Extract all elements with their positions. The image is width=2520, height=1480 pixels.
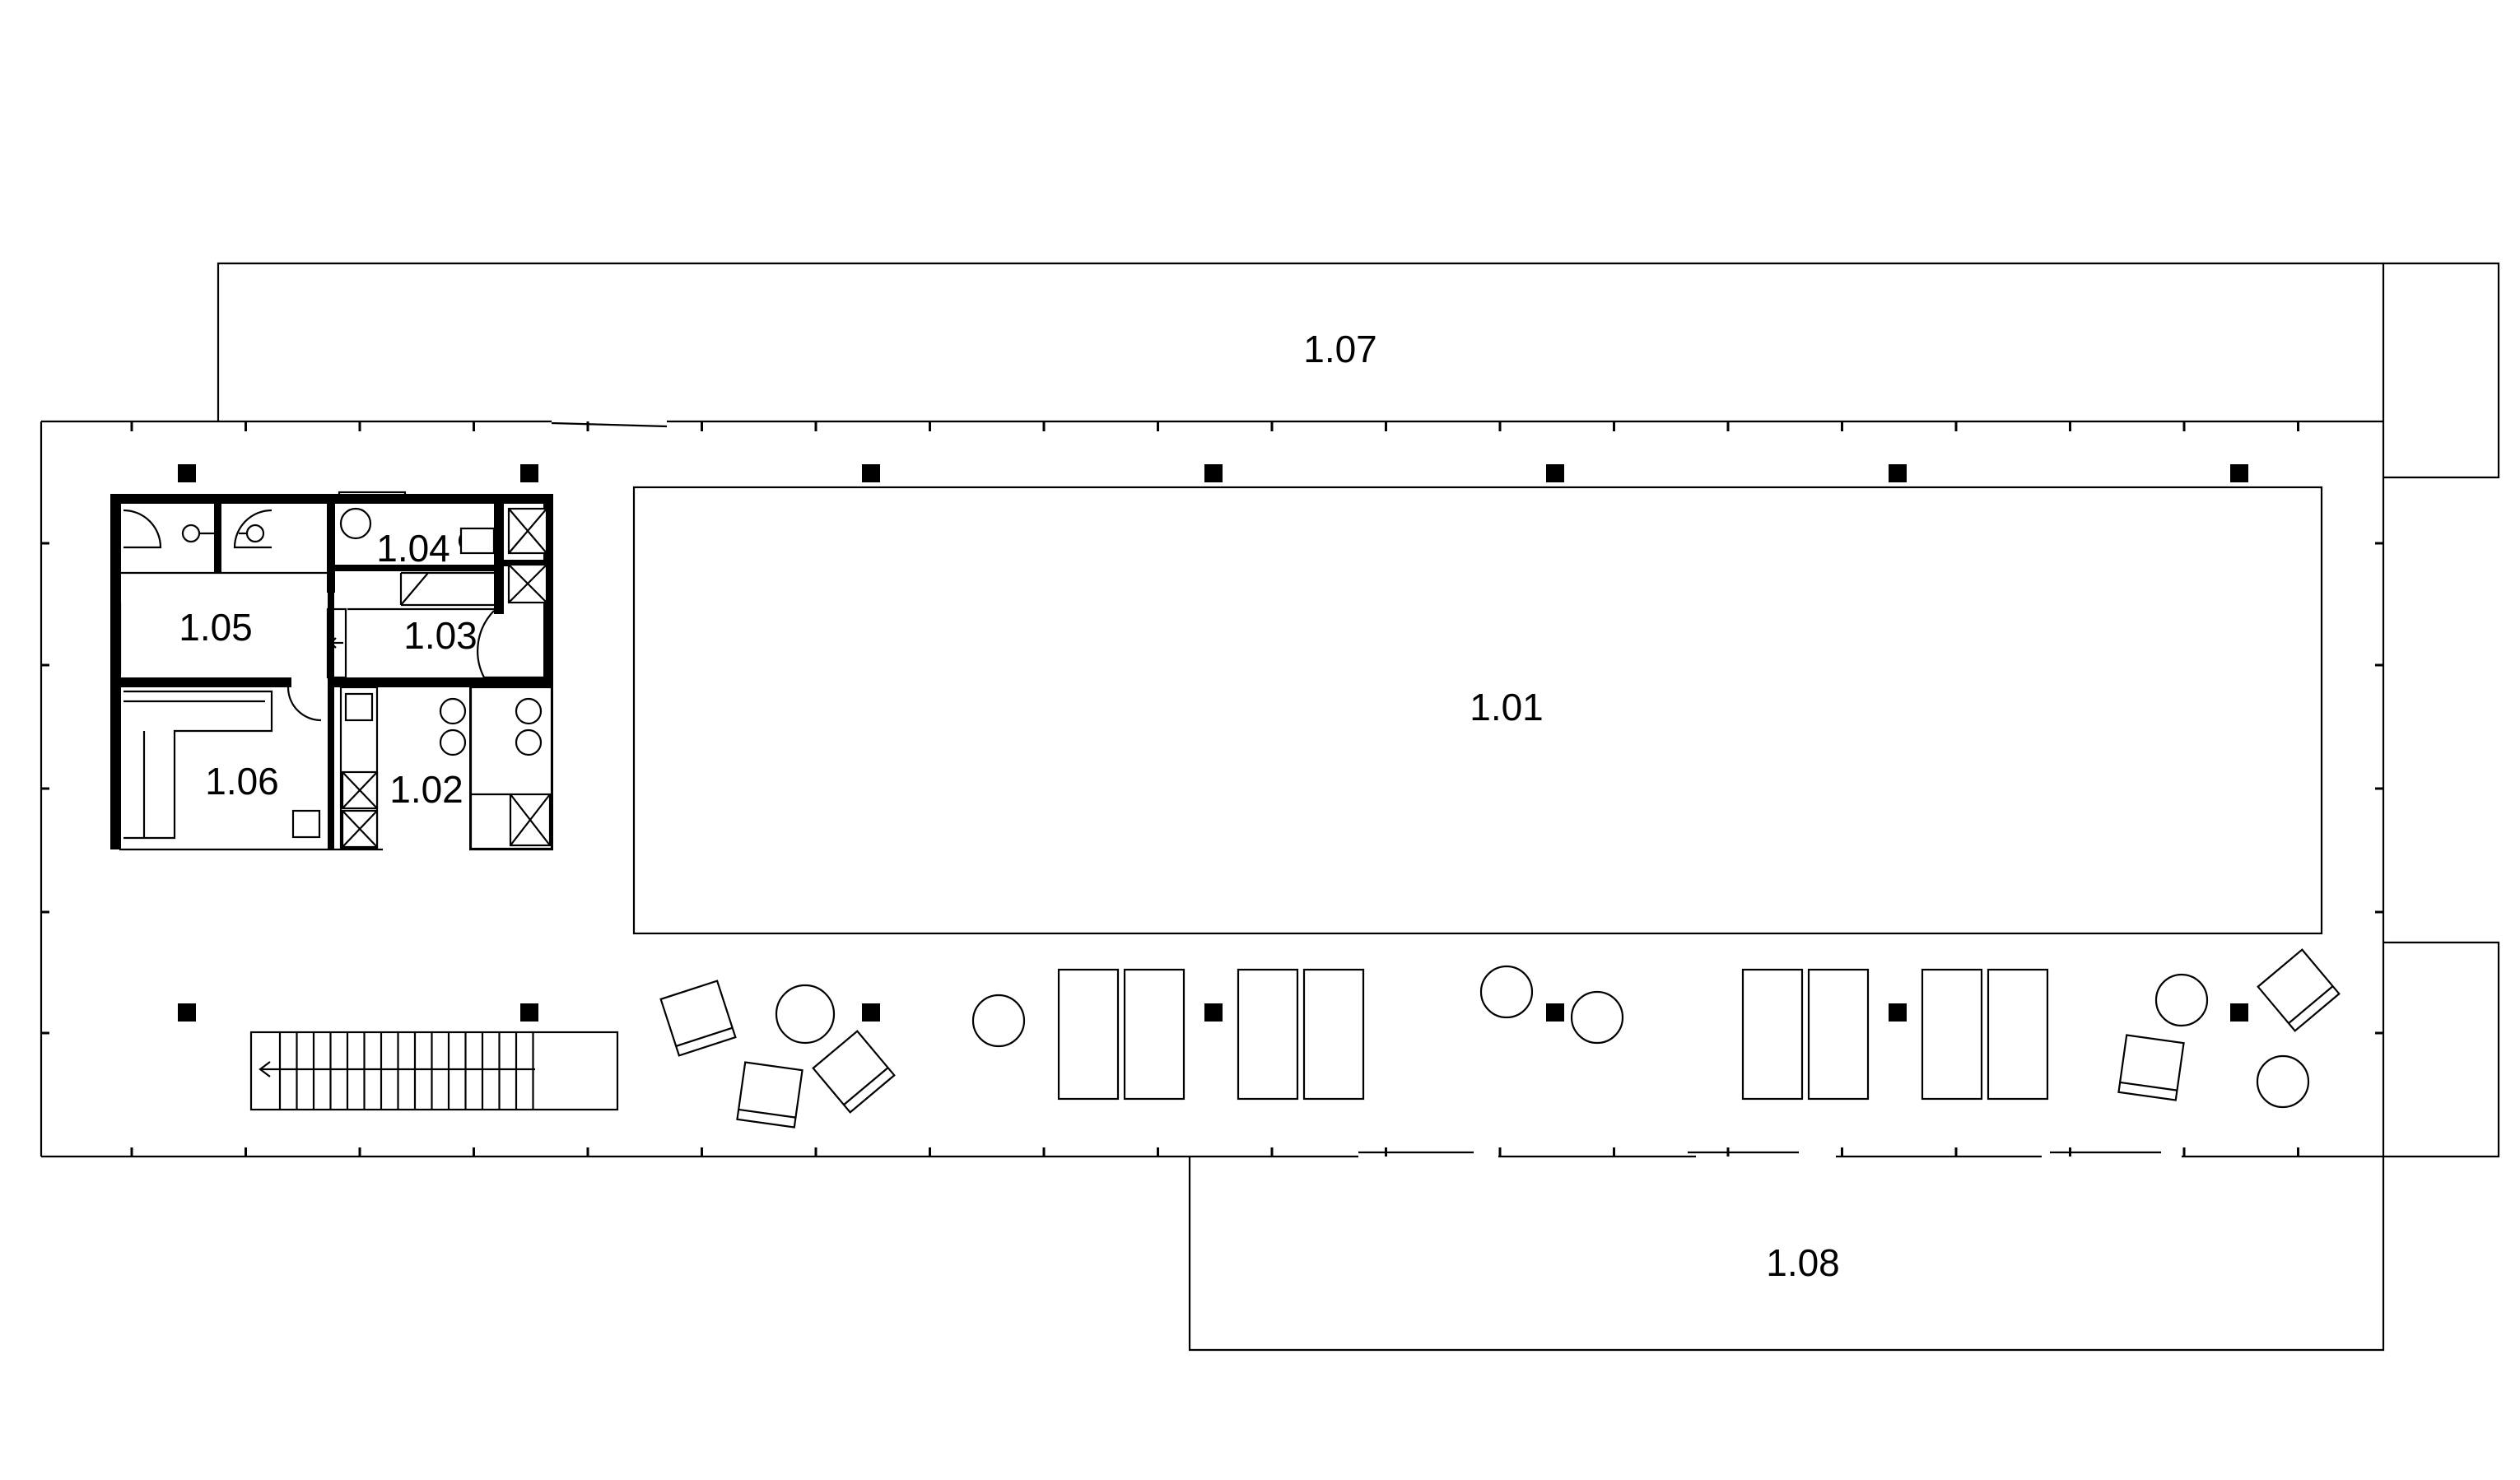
column xyxy=(1889,464,1907,482)
facade-mullions xyxy=(41,421,2383,1157)
staircase xyxy=(249,1031,619,1111)
room-label-1-02: 1.02 xyxy=(389,768,463,811)
room-label-1-07: 1.07 xyxy=(1303,328,1377,370)
central-hall-1-01 xyxy=(632,486,2323,935)
room-label-1-01: 1.01 xyxy=(1470,686,1544,728)
door-swings xyxy=(123,509,552,722)
column xyxy=(1889,1003,1907,1022)
wc-fixtures xyxy=(181,507,548,607)
seating-furniture xyxy=(659,948,2341,1129)
terrace-1-07 xyxy=(217,262,2385,421)
column xyxy=(2230,1003,2248,1022)
column xyxy=(178,1003,196,1022)
column xyxy=(520,464,538,482)
room-label-1-06: 1.06 xyxy=(205,760,279,803)
room-label-1-08: 1.08 xyxy=(1766,1241,1840,1284)
column xyxy=(178,464,196,482)
column xyxy=(2230,464,2248,482)
east-annex-top xyxy=(2383,262,2500,479)
column xyxy=(1204,1003,1223,1022)
column xyxy=(520,1003,538,1022)
terrace-1-08 xyxy=(1188,1157,2385,1352)
structural-columns xyxy=(178,464,2248,1022)
column xyxy=(1546,464,1564,482)
room-label-1-03: 1.03 xyxy=(403,614,477,657)
room-label-1-04: 1.04 xyxy=(376,527,450,570)
column xyxy=(862,1003,880,1022)
kitchen-fixtures xyxy=(339,686,553,850)
column xyxy=(862,464,880,482)
room-label-1-05: 1.05 xyxy=(179,606,253,649)
column xyxy=(1546,1003,1564,1022)
office-furniture xyxy=(123,690,321,840)
east-annex-bottom xyxy=(2383,941,2500,1158)
column xyxy=(1204,464,1223,482)
